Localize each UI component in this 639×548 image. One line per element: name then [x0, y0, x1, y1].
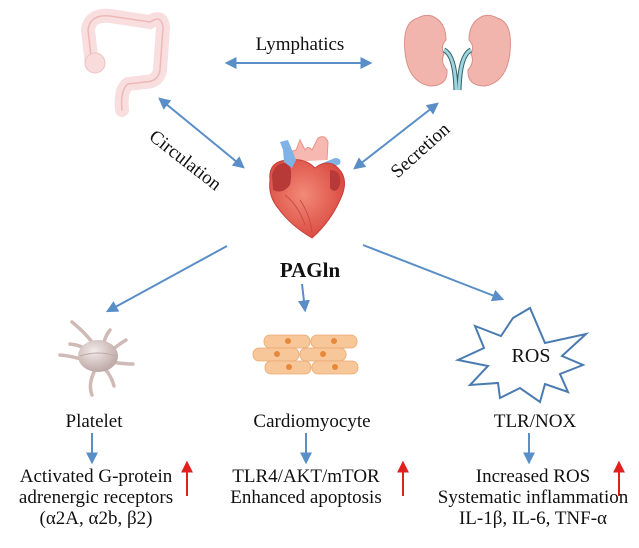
platelet-effect-line: adrenergic receptors	[18, 487, 174, 508]
cardiomyocyte-label: Cardiomyocyte	[253, 411, 371, 432]
secretion-arrow	[353, 102, 439, 170]
circulation-arrow	[158, 97, 245, 169]
tlr-nox-label: TLR/NOX	[493, 411, 577, 432]
heart-icon	[269, 136, 345, 239]
pagln-label: PAGln	[279, 258, 341, 282]
lymphatics-label: Lymphatics	[255, 34, 345, 55]
ros-burst-icon	[454, 306, 590, 404]
platelet-icon	[58, 320, 135, 397]
cardiomyocyte-branch-arrow	[297, 283, 310, 313]
platelet-effect-line: Activated G-protein	[19, 466, 173, 487]
ros-effect-line: IL-1β, IL-6, TNF-α	[458, 508, 608, 529]
cardiomyocyte-effects: TLR4/AKT/mTOR Enhanced apoptosis	[230, 466, 381, 508]
kidney-icon	[404, 14, 511, 91]
ros-branch-arrow	[362, 244, 505, 302]
cardiomyocyte-icon	[252, 334, 359, 375]
cardiomyocyte-effect-line: Enhanced apoptosis	[230, 487, 382, 508]
ros-effect-line: Systematic inflammation	[437, 487, 629, 508]
platelet-effects: Activated G-protein adrenergic receptors…	[19, 466, 173, 529]
platelet-effect-line: (α2A, α2b, β2)	[39, 508, 153, 529]
platelet-label: Platelet	[65, 411, 123, 432]
colon-icon	[80, 8, 171, 117]
ros-effects: Increased ROS Systematic inflammation IL…	[438, 466, 629, 529]
cardiomyocyte-effect-line: TLR4/AKT/mTOR	[232, 466, 380, 487]
platelet-branch-arrow	[105, 245, 228, 313]
ros-effect-line: Increased ROS	[475, 466, 591, 487]
ros-icon-text: ROS	[511, 345, 551, 367]
